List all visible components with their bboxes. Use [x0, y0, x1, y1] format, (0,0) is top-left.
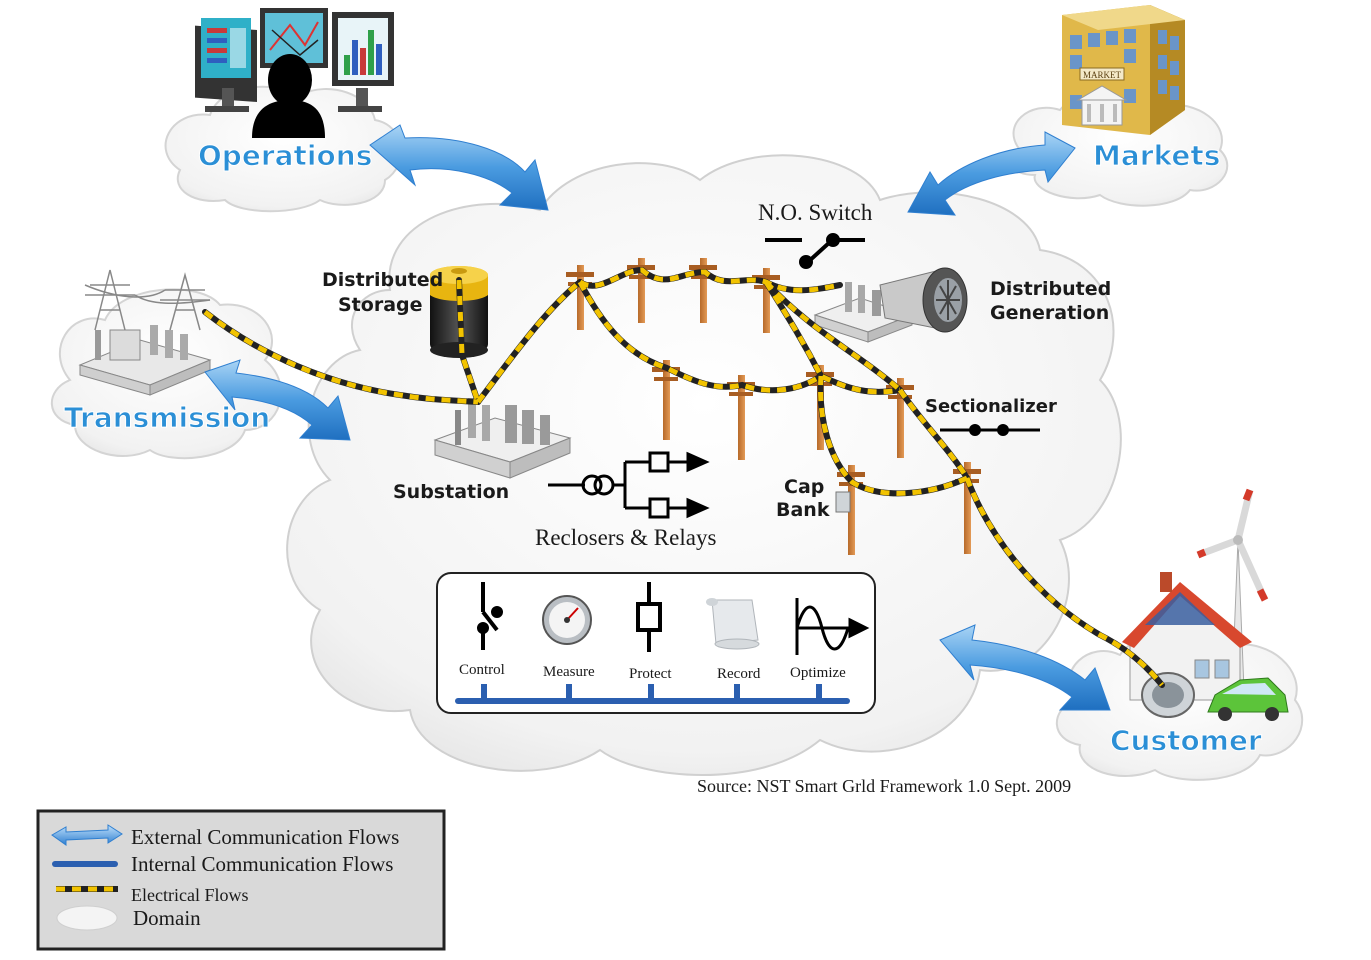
substation-icon [433, 398, 572, 479]
customer-domain: Customer [1055, 488, 1304, 781]
legend-domain-label: Domain [133, 906, 201, 930]
source-citation: Source: NST Smart Grld Framework 1.0 Sep… [697, 776, 1071, 796]
transmission-label: Transmission [64, 401, 270, 434]
markets-domain: MARKET Markets [1010, 5, 1229, 207]
function-label-protect: Protect [629, 666, 672, 682]
smart-meter-icon [1141, 672, 1195, 718]
external-flow-arrow-markets [907, 131, 1076, 216]
sectionalizer-label: Sectionalizer [925, 396, 1057, 417]
protect-relay-icon [636, 582, 662, 652]
external-flow-arrow-transmission [204, 359, 351, 441]
monitor-icon [195, 18, 257, 112]
operator-silhouette-icon [252, 54, 325, 138]
electric-car-icon [1207, 677, 1289, 721]
optimize-waveform-icon [795, 598, 870, 655]
customer-label: Customer [1110, 724, 1262, 757]
operations-label: Operations [198, 139, 372, 172]
transmission-substation-icon [78, 325, 212, 396]
legend-external-arrow-icon [51, 824, 123, 846]
capacitor-unit-icon [835, 491, 851, 513]
sectionalizer-symbol-icon [940, 424, 1040, 436]
house-icon [1122, 572, 1252, 701]
markets-label: Markets [1093, 139, 1220, 172]
distributed-generation-label-line2: Generation [990, 302, 1109, 324]
open-switch-symbol-icon [765, 233, 865, 269]
distributed-storage-label-line1: Distributed [322, 269, 443, 291]
distributed-storage-label-line2: Storage [338, 294, 423, 316]
legend-internal-label: Internal Communication Flows [131, 852, 393, 876]
no-switch-label: N.O. Switch [758, 200, 873, 225]
electrical-flow-lines-dash [203, 267, 1164, 687]
cap-bank-label-line2: Bank [776, 499, 830, 521]
function-label-optimize: Optimize [790, 665, 846, 681]
cap-bank-label-line1: Cap [784, 476, 824, 498]
function-label-measure: Measure [543, 664, 595, 680]
functions-panel: Control Measure Protect Record Optimize [436, 572, 876, 714]
substation-label: Substation [393, 481, 509, 503]
turbine-generator-icon [879, 267, 968, 333]
measure-gauge-icon [542, 595, 592, 645]
recloser-relay-symbol-icon [548, 451, 710, 519]
monitor-icon [260, 8, 328, 68]
distributed-generation-label-line1: Distributed [990, 278, 1111, 300]
operations-domain: Operations [164, 8, 402, 213]
generation-substation-icon [813, 282, 914, 343]
function-label-record: Record [717, 666, 761, 682]
legend-external-label: External Communication Flows [131, 825, 399, 849]
reclosers-relays-label: Reclosers & Relays [535, 525, 716, 550]
external-flow-arrow-operations [369, 124, 549, 211]
internal-communication-bus [455, 684, 850, 704]
market-building-icon: MARKET [1062, 5, 1185, 135]
transmission-tower-icon [84, 269, 211, 331]
legend-internal-line-icon [52, 861, 118, 867]
monitor-icon [332, 12, 394, 112]
legend-electrical-label: Electrical Flows [131, 885, 248, 905]
market-sign: MARKET [1083, 70, 1122, 80]
transmission-domain: Transmission [50, 269, 282, 460]
function-label-control: Control [459, 662, 505, 678]
control-switch-icon [477, 582, 503, 650]
legend: External Communication Flows Internal Co… [36, 809, 446, 951]
record-scroll-icon [706, 598, 760, 650]
legend-domain-cloud-icon [56, 905, 118, 931]
utility-pole-icon [689, 258, 717, 323]
external-flow-arrow-customer [939, 624, 1111, 711]
